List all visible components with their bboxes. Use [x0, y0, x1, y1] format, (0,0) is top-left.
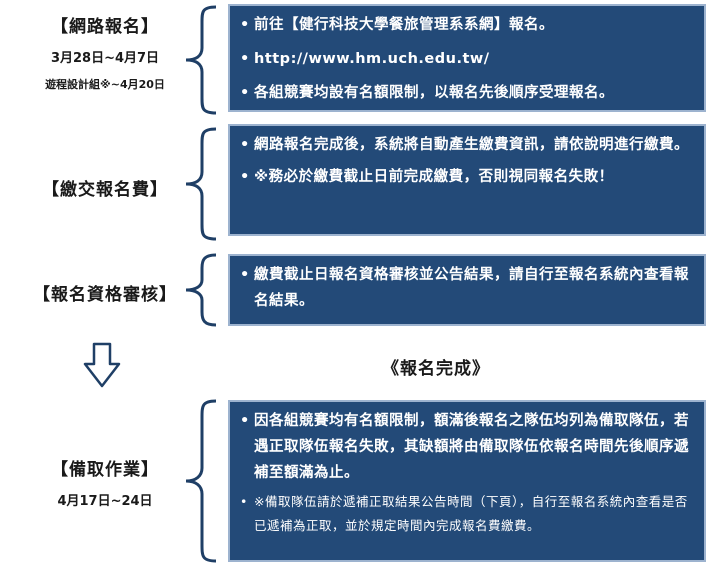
step4-brace [185, 399, 217, 563]
step1-label: 【網路報名】 3月28日~4月7日 遊程設計組※~4月20日 [10, 12, 200, 92]
step4-label: 【備取作業】 4月17日~24日 [10, 455, 200, 509]
step1-brace [185, 5, 217, 115]
step4-item: •※備取隊伍請於遞補正取結果公告時間（下頁），自行至報名系統內查看是否已遞補為正… [240, 494, 688, 533]
step4-item: •因各組競賽均有名額限制，額滿後報名之隊伍均列為備取隊伍，若遇正取隊伍報名失敗，… [240, 413, 689, 481]
down-arrow-icon [83, 342, 121, 388]
step1-date: 3月28日~4月7日 [50, 51, 160, 66]
step4-date: 4月17日~24日 [57, 494, 153, 509]
step4-title: 【備取作業】 [51, 460, 159, 480]
step2-label: 【繳交報名費】 [10, 175, 200, 200]
step1-item: •前往【健行科技大學餐旅管理系系網】報名。 [240, 17, 554, 33]
registration-complete-text: 《報名完成》 [382, 359, 490, 379]
step3-box: •繳費截止日報名資格審核並公告結果，請自行至報名系統內查看報名結果。 [228, 254, 706, 326]
step1-box: •前往【健行科技大學餐旅管理系系網】報名。 •http://www.hm.uch… [228, 4, 706, 112]
step3-label: 【報名資格審核】 [10, 280, 200, 305]
step2-brace [185, 127, 217, 241]
step1-url[interactable]: •http://www.hm.uch.edu.tw/ [240, 51, 490, 67]
step3-brace [185, 253, 217, 327]
step1-note: 遊程設計組※~4月20日 [45, 78, 165, 91]
step2-title: 【繳交報名費】 [42, 180, 168, 200]
step4-box: •因各組競賽均有名額限制，額滿後報名之隊伍均列為備取隊伍，若遇正取隊伍報名失敗，… [228, 400, 706, 562]
step1-item: •各組競賽均設有名額限制，以報名先後順序受理報名。 [240, 85, 614, 101]
step2-box: •網路報名完成後，系統將自動產生繳費資訊，請依說明進行繳費。 •※務必於繳費截止… [228, 124, 706, 236]
step3-item: •繳費截止日報名資格審核並公告結果，請自行至報名系統內查看報名結果。 [240, 267, 689, 309]
step3-title: 【報名資格審核】 [33, 285, 177, 305]
step1-title: 【網路報名】 [51, 17, 159, 37]
step2-item: •※務必於繳費截止日前完成繳費，否則視同報名失敗！ [240, 169, 614, 185]
step2-item: •網路報名完成後，系統將自動產生繳費資訊，請依說明進行繳費。 [240, 137, 689, 153]
